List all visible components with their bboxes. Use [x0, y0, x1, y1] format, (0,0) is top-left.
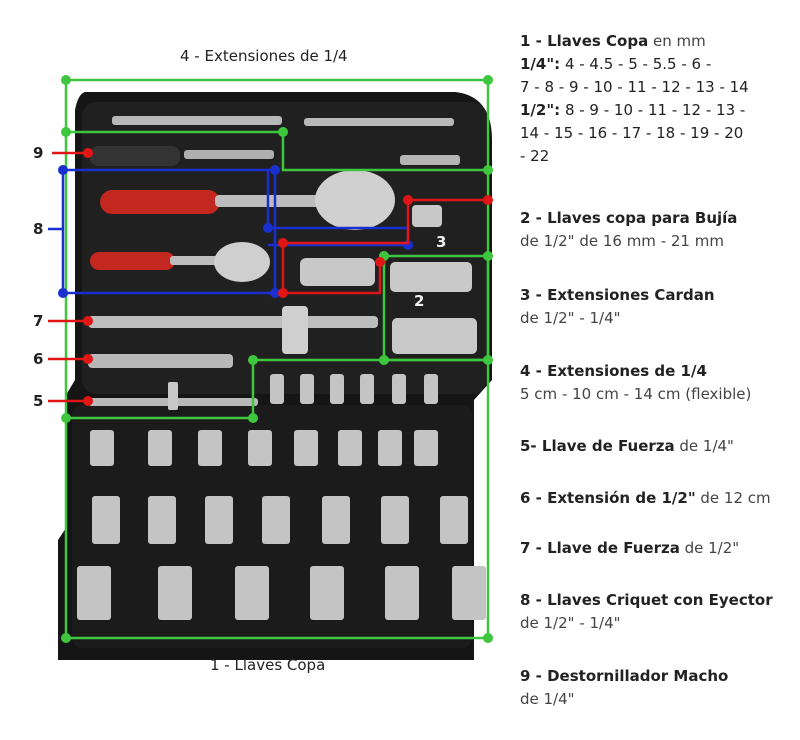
legend-item-3: 3 - Extensiones Cardan de 1/2" - 1/4" — [520, 284, 790, 330]
number-7: 7 — [33, 312, 44, 330]
spark-plug-socket — [390, 262, 472, 292]
socket — [452, 566, 486, 620]
blue-dots — [58, 165, 413, 298]
socket — [424, 374, 438, 404]
socket — [392, 374, 406, 404]
label-top: 4 - Extensiones de 1/4 — [180, 47, 348, 65]
socket — [92, 496, 120, 544]
socket — [77, 566, 111, 620]
legend-line: 8 - 9 - 10 - 11 - 12 - 13 - — [560, 101, 746, 119]
socket — [262, 496, 290, 544]
legend-head: 3 - Extensiones Cardan — [520, 286, 715, 304]
socket — [248, 430, 272, 466]
cardan-joint — [412, 205, 442, 227]
ratchet-handle — [100, 190, 220, 214]
legend-sub: de 1/4" — [520, 690, 575, 708]
box-ratchets — [61, 168, 277, 295]
legend-suffix: de 1/2" — [679, 539, 740, 557]
number-2: 2 — [414, 292, 425, 310]
socket — [158, 566, 192, 620]
legend-line: 4 - 4.5 - 5 - 5.5 - 6 - — [560, 55, 712, 73]
socket — [148, 430, 172, 466]
legend-head: 7 - Llave de Fuerza — [520, 539, 680, 557]
legend-head: 5- Llave de Fuerza — [520, 437, 675, 455]
legend-item-9: 9 - Destornillador Macho de 1/4" — [520, 665, 790, 711]
legend-sub: de 1/2" - 1/4" — [520, 309, 621, 327]
ratchet-head-small — [214, 242, 270, 282]
legend-item-8: 8 - Llaves Criquet con Eyector de 1/2" -… — [520, 589, 790, 635]
extension-bar — [304, 118, 454, 126]
legend-line: - 22 — [520, 147, 550, 165]
legend-sub: de 1/2" - 1/4" — [520, 614, 621, 632]
socket — [414, 430, 438, 466]
socket — [294, 430, 318, 466]
box-extensions-inner — [66, 130, 488, 172]
socket — [381, 496, 409, 544]
legend-line: 14 - 15 - 16 - 17 - 18 - 19 - 20 — [520, 124, 744, 142]
number-5: 5 — [33, 392, 44, 410]
green-dots — [61, 75, 493, 643]
box-cardan-2 — [281, 243, 382, 295]
legend-sub: 5 cm - 10 cm - 14 cm (flexible) — [520, 385, 752, 403]
cardan-joint — [300, 258, 375, 286]
extension-half — [88, 354, 233, 368]
legend-head: 8 - Llaves Criquet con Eyector — [520, 591, 773, 609]
socket — [300, 374, 314, 404]
number-6: 6 — [33, 350, 44, 368]
extension-bar — [400, 155, 460, 165]
legend-line: 7 - 8 - 9 - 10 - 11 - 12 - 13 - 14 — [520, 78, 749, 96]
breaker-bar — [88, 316, 378, 328]
legend-item-6: 6 - Extensión de 1/2" de 12 cm — [520, 487, 790, 510]
socket — [198, 430, 222, 466]
socket — [148, 496, 176, 544]
legend-item-4: 4 - Extensiones de 1/4 5 cm - 10 cm - 14… — [520, 360, 790, 406]
ratchet-shaft — [215, 195, 325, 207]
socket — [90, 430, 114, 466]
legend-head: 4 - Extensiones de 1/4 — [520, 362, 707, 380]
socket — [322, 496, 350, 544]
socket — [310, 566, 344, 620]
legend-item-7: 7 - Llave de Fuerza de 1/2" — [520, 537, 790, 560]
legend-head: 1 - Llaves Copa — [520, 32, 649, 50]
number-3: 3 — [436, 233, 447, 251]
legend-item-1: 1 - Llaves Copa en mm 1/4": 4 - 4.5 - 5 … — [520, 30, 790, 168]
socket — [385, 566, 419, 620]
legend-item-2: 2 - Llaves copa para Bujía de 1/2" de 16… — [520, 207, 790, 253]
box-cardan — [283, 198, 488, 245]
label-bottom: 1 - Llaves Copa — [210, 656, 326, 674]
socket — [378, 430, 402, 466]
legend-head: 6 - Extensión de 1/2" — [520, 489, 696, 507]
socket-group — [77, 374, 486, 620]
socket — [330, 374, 344, 404]
breaker-bar-head — [282, 306, 308, 354]
number-9: 9 — [33, 144, 44, 162]
red-dots — [83, 148, 493, 406]
number-8: 8 — [33, 220, 44, 238]
legend-item-5: 5- Llave de Fuerza de 1/4" — [520, 435, 790, 458]
spark-plug-socket — [392, 318, 477, 354]
legend-sub: de 1/2" de 16 mm - 21 mm — [520, 232, 724, 250]
ratchet-head — [315, 170, 395, 230]
socket — [338, 430, 362, 466]
legend-suffix: en mm — [648, 32, 706, 50]
socket — [270, 374, 284, 404]
screwdriver-handle — [90, 146, 180, 166]
socket — [360, 374, 374, 404]
legend-suffix: de 1/4" — [674, 437, 734, 455]
legend-head: 9 - Destornillador Macho — [520, 667, 729, 685]
legend-suffix: de 12 cm — [695, 489, 771, 507]
box-sockets-top — [66, 358, 488, 420]
socket — [205, 496, 233, 544]
legend-line-bold: 1/4": — [520, 55, 561, 73]
socket — [235, 566, 269, 620]
legend-head: 2 - Llaves copa para Bujía — [520, 209, 738, 227]
breaker-bar-small-head — [168, 382, 178, 410]
extension-bar — [112, 116, 282, 125]
extension-bar — [184, 150, 274, 159]
socket — [440, 496, 468, 544]
legend-line-bold: 1/2": — [520, 101, 561, 119]
ratchet-handle-small — [90, 252, 175, 270]
